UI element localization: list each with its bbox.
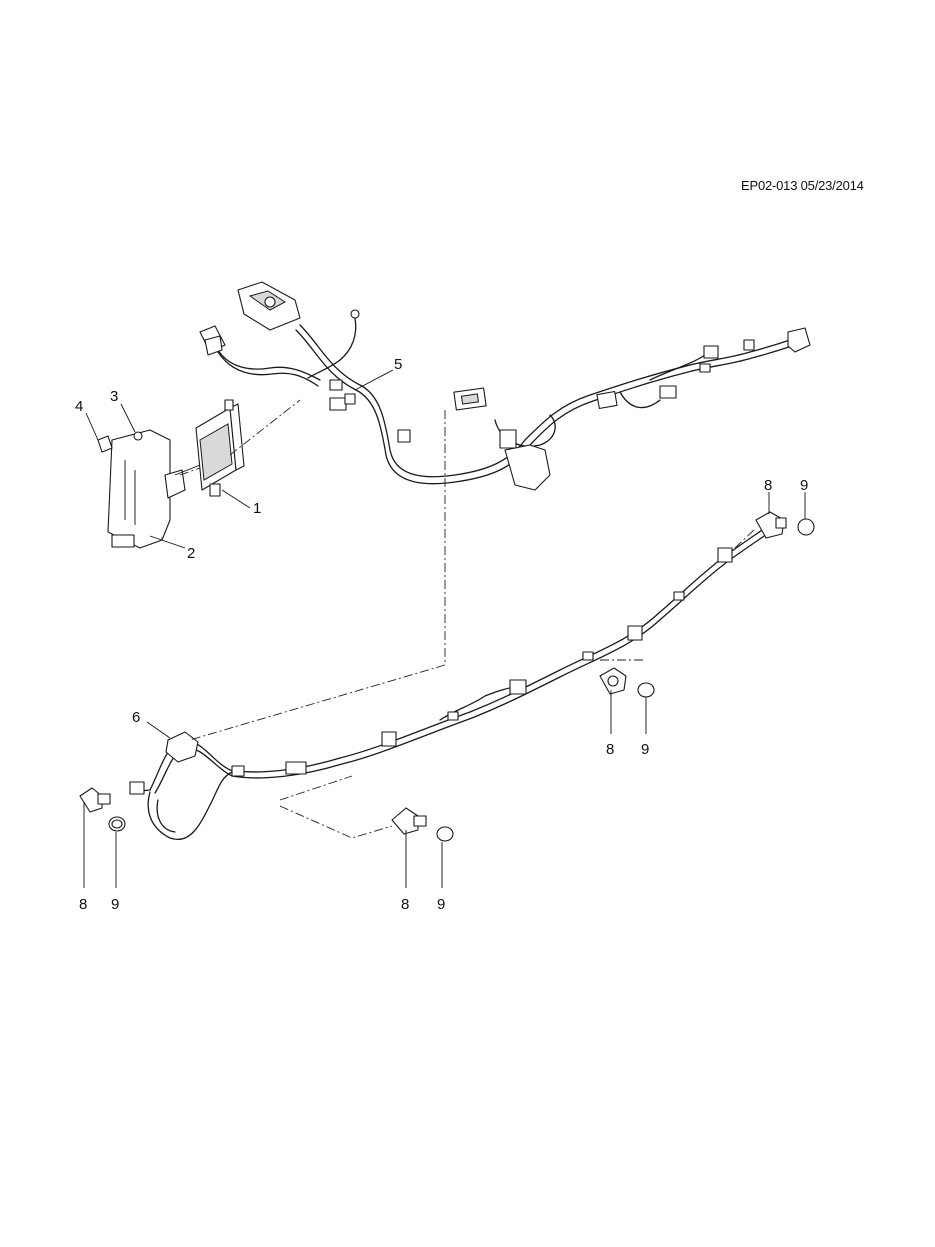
diagram-code-label: EP02-013 05/23/2014 <box>741 178 864 193</box>
sensor-ring-left[interactable] <box>108 816 126 832</box>
harness-connector-large[interactable] <box>237 281 301 331</box>
harness-connector-mid[interactable] <box>329 379 411 443</box>
park-sensor-right-inner[interactable] <box>599 667 627 695</box>
mounting-bracket[interactable] <box>107 429 201 549</box>
callout-8-left: 8 <box>79 896 87 913</box>
bracket-bolt[interactable] <box>133 431 143 441</box>
callout-numbers: 1 2 3 4 5 6 8 9 8 9 8 9 8 9 <box>75 356 808 913</box>
park-sensor-left[interactable] <box>79 787 111 813</box>
callout-8-center: 8 <box>401 896 409 913</box>
callout-6: 6 <box>132 709 140 726</box>
callout-8-right-inner: 8 <box>606 741 614 758</box>
callout-9-center: 9 <box>437 896 445 913</box>
callout-9-left: 9 <box>111 896 119 913</box>
park-sensor-center[interactable] <box>391 807 427 835</box>
ground-terminal[interactable] <box>350 309 360 319</box>
callout-1: 1 <box>253 500 261 517</box>
callout-9-right-inner: 9 <box>641 741 649 758</box>
upper-wiring-harness[interactable] <box>214 317 793 485</box>
sensor-ring-center[interactable] <box>436 826 454 842</box>
harness-connector-center[interactable] <box>453 387 551 491</box>
callout-2: 2 <box>187 545 195 562</box>
alignment-lines <box>179 399 757 839</box>
bracket-nut[interactable] <box>97 435 113 453</box>
park-sensor-right-outer[interactable] <box>755 511 787 539</box>
harness-connector-right[interactable] <box>596 327 811 410</box>
sensor-ring-right-outer[interactable] <box>797 518 815 536</box>
sensor-ring-right-inner[interactable] <box>637 682 655 698</box>
leader-lines <box>83 369 806 888</box>
bumper-wiring-harness[interactable] <box>129 525 771 841</box>
bumper-harness-connectors[interactable] <box>129 547 733 795</box>
callout-3: 3 <box>110 388 118 405</box>
harness-connector-left[interactable] <box>199 325 226 356</box>
callout-9-right-outer: 9 <box>800 477 808 494</box>
control-module[interactable] <box>195 399 245 497</box>
callout-4: 4 <box>75 398 83 415</box>
callout-5: 5 <box>394 356 402 373</box>
callout-8-right-outer: 8 <box>764 477 772 494</box>
